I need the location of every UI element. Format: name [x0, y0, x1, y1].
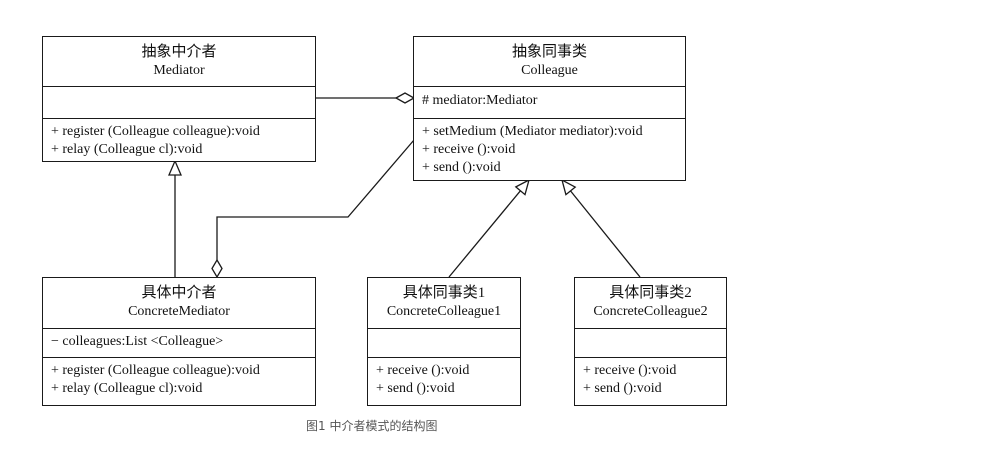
- methods-section: + receive ():void + send ():void: [368, 357, 520, 399]
- class-title-cn: 具体中介者: [141, 285, 217, 301]
- class-title-en: ConcreteColleague2: [593, 304, 708, 319]
- method-item: + relay (Colleague cl):void: [51, 142, 203, 157]
- class-title-en: Colleague: [521, 63, 578, 78]
- class-title-cn: 抽象中介者: [141, 44, 217, 60]
- method-item: + send ():void: [583, 381, 662, 396]
- class-title-cn: 具体同事类2: [609, 285, 692, 301]
- class-name-section: 具体同事类2 ConcreteColleague2: [575, 278, 726, 328]
- class-title-en: ConcreteMediator: [128, 304, 230, 319]
- class-name-section: 具体同事类1 ConcreteColleague1: [368, 278, 520, 328]
- attribute-item: − colleagues:List <Colleague>: [51, 334, 224, 349]
- aggregation-mediator-colleague: [315, 92, 416, 104]
- class-title-en: Mediator: [153, 63, 205, 78]
- inheritance-arrowhead: [560, 178, 577, 196]
- class-name-section: 抽象中介者 Mediator: [43, 37, 315, 86]
- class-box-concrete-colleague2: 具体同事类2 ConcreteColleague2 + receive ():v…: [574, 277, 727, 406]
- generalization-concretemediator-mediator: [168, 159, 182, 277]
- attribute-item: # mediator:Mediator: [422, 93, 538, 108]
- method-item: + register (Colleague colleague):void: [51, 124, 260, 139]
- class-box-colleague: 抽象同事类 Colleague # mediator:Mediator + se…: [413, 36, 686, 181]
- method-item: + relay (Colleague cl):void: [51, 381, 203, 396]
- class-box-mediator: 抽象中介者 Mediator + register (Colleague col…: [42, 36, 316, 162]
- methods-section: + setMedium (Mediator mediator):void + r…: [414, 118, 685, 178]
- class-box-concrete-colleague1: 具体同事类1 ConcreteColleague1 + receive ():v…: [367, 277, 521, 406]
- methods-section: + receive ():void + send ():void: [575, 357, 726, 399]
- class-title-cn: 抽象同事类: [511, 44, 587, 60]
- aggregation-diamond: [394, 92, 416, 104]
- class-title-en: ConcreteColleague1: [386, 304, 502, 319]
- attributes-section: [43, 86, 315, 118]
- class-name-section: 抽象同事类 Colleague: [414, 37, 685, 86]
- generalization-concretecolleague1-colleague: [448, 178, 531, 278]
- figure-caption: 图1 中介者模式的结构图: [306, 419, 438, 433]
- class-name-section: 具体中介者 ConcreteMediator: [43, 278, 315, 328]
- method-item: + setMedium (Mediator mediator):void: [422, 124, 643, 139]
- method-item: + send ():void: [422, 160, 501, 175]
- method-item: + send ():void: [376, 381, 455, 396]
- attributes-section: − colleagues:List <Colleague>: [43, 328, 315, 357]
- attributes-section: # mediator:Mediator: [414, 86, 685, 118]
- method-item: + receive ():void: [376, 363, 470, 378]
- methods-section: + register (Colleague colleague):void + …: [43, 357, 315, 399]
- attributes-section: [575, 328, 726, 357]
- generalization-concretecolleague2-colleague: [560, 178, 641, 278]
- attributes-section: [368, 328, 520, 357]
- inheritance-arrowhead: [514, 178, 531, 196]
- method-item: + receive ():void: [422, 142, 516, 157]
- aggregation-diamond: [211, 258, 223, 279]
- class-title-cn: 具体同事类1: [402, 285, 486, 301]
- method-item: + register (Colleague colleague):void: [51, 363, 260, 378]
- inheritance-arrowhead: [168, 159, 182, 176]
- class-box-concrete-mediator: 具体中介者 ConcreteMediator − colleagues:List…: [42, 277, 316, 406]
- method-item: + receive ():void: [583, 363, 677, 378]
- methods-section: + register (Colleague colleague):void + …: [43, 118, 315, 160]
